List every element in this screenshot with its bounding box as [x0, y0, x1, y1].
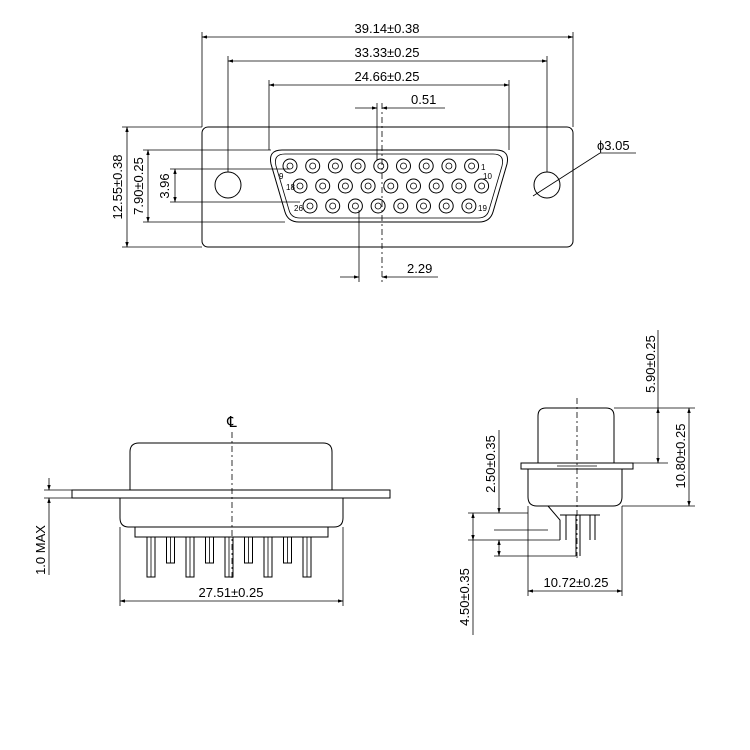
dim-overall-height: 12.55±0.38 [110, 155, 125, 220]
dim-standoff: 2.50±0.35 [483, 435, 498, 493]
contact-pin [373, 158, 389, 174]
contact-pin [383, 178, 399, 194]
contact-pin-hole [374, 202, 382, 210]
contact-pin-hole [442, 202, 450, 210]
left-mount-hole [214, 171, 242, 199]
pin-label-1: 1 [481, 163, 486, 172]
contact-pin [350, 158, 366, 174]
dim-pin-span: 27.51±0.25 [199, 585, 264, 600]
contact-pin-hole [400, 162, 407, 170]
dim-hole-diameter: ϕ3.05 [597, 138, 630, 153]
contact-pin-hole [341, 182, 349, 190]
pin-label-10: 10 [483, 172, 492, 181]
contact-pin [396, 158, 411, 174]
contact-pin [438, 198, 454, 214]
contact-pin-hole [306, 202, 314, 210]
contact-pin [428, 178, 444, 194]
pin-label-9: 9 [279, 172, 284, 181]
contact-pin [292, 178, 308, 194]
dim-pin-offset: 0.51 [411, 92, 436, 107]
contact-pin [282, 158, 298, 174]
contact-pin [360, 178, 376, 194]
dim-overall-width: 39.14±0.38 [355, 21, 420, 36]
contact-pin [393, 198, 409, 214]
contact-pin-hole [410, 182, 417, 190]
d-shell-inner [275, 153, 503, 219]
contact-pin [325, 198, 341, 214]
contact-pin [406, 178, 421, 194]
contact-pin-hole [309, 162, 317, 170]
contact-pin-hole [422, 162, 430, 170]
contact-pin-hole [286, 162, 294, 170]
contact-pin-hole [377, 162, 385, 170]
bottom-shell [129, 442, 333, 490]
contact-pin-hole [468, 162, 476, 170]
side-view: 5.90±0.25 10.80±0.25 2.50±0.35 4.50±0.35… [457, 330, 695, 635]
contact-pin [451, 178, 467, 194]
bottom-body [119, 498, 344, 528]
dim-pin-pitch: 2.29 [407, 261, 432, 276]
dim-flange-thickness: 1.0 MAX [33, 525, 48, 575]
contact-pins [282, 158, 490, 214]
d-shell-outline [270, 149, 508, 223]
contact-pin-hole [465, 202, 473, 210]
dim-mount-hole-spacing: 33.33±0.25 [355, 45, 420, 60]
contact-pin-hole [455, 182, 463, 190]
dim-shell-width: 24.66±0.25 [355, 69, 420, 84]
bottom-flange [71, 489, 391, 499]
dim-shell-height: 7.90±0.25 [131, 157, 146, 215]
contact-pin [464, 158, 480, 174]
pin-label-26: 26 [294, 204, 303, 213]
contact-pin [474, 178, 490, 194]
side-body [527, 469, 623, 507]
contact-pin [315, 178, 331, 194]
contact-pin-hole [354, 162, 362, 170]
contact-pin [441, 158, 457, 174]
contact-pin-hole [296, 182, 304, 190]
right-mount-hole [533, 171, 561, 199]
front-view: 9 1 18 10 26 19 39.14±0.38 33.33±0.25 24… [110, 21, 636, 282]
dim-row-spacing: 3.96 [157, 173, 172, 198]
side-shell [537, 407, 615, 463]
contact-pin [302, 198, 318, 214]
contact-pin [337, 178, 353, 194]
contact-pin [416, 198, 431, 214]
pin-label-19: 19 [478, 204, 487, 213]
contact-pin-hole [351, 202, 359, 210]
contact-pin-hole [319, 182, 327, 190]
contact-pin [347, 198, 363, 214]
contact-pin [327, 158, 343, 174]
contact-pin-hole [478, 182, 486, 190]
pin-label-18: 18 [286, 183, 295, 192]
front-flange [201, 126, 574, 248]
contact-pin-hole [432, 182, 440, 190]
bottom-view: ℄ 1.0 MAX 27.51±0.25 [33, 413, 391, 606]
contact-pin-hole [364, 182, 372, 190]
dim-tail-length: 4.50±0.35 [457, 568, 472, 626]
dim-overall-depth: 10.80±0.25 [673, 424, 688, 489]
dim-body-width: 10.72±0.25 [544, 575, 609, 590]
contact-pin [305, 158, 321, 174]
contact-pin-hole [397, 202, 405, 210]
centerline-symbol: ℄ [226, 413, 237, 431]
contact-pin-hole [329, 202, 337, 210]
contact-pin [370, 198, 386, 214]
contact-pin [461, 198, 477, 214]
contact-pin-hole [387, 182, 395, 190]
dim-shell-depth: 5.90±0.25 [643, 335, 658, 393]
contact-pin-hole [420, 202, 427, 210]
contact-pin [418, 158, 434, 174]
side-flange [520, 462, 634, 470]
contact-pin-hole [445, 162, 453, 170]
solder-tails [146, 536, 312, 578]
contact-pin-hole [331, 162, 339, 170]
